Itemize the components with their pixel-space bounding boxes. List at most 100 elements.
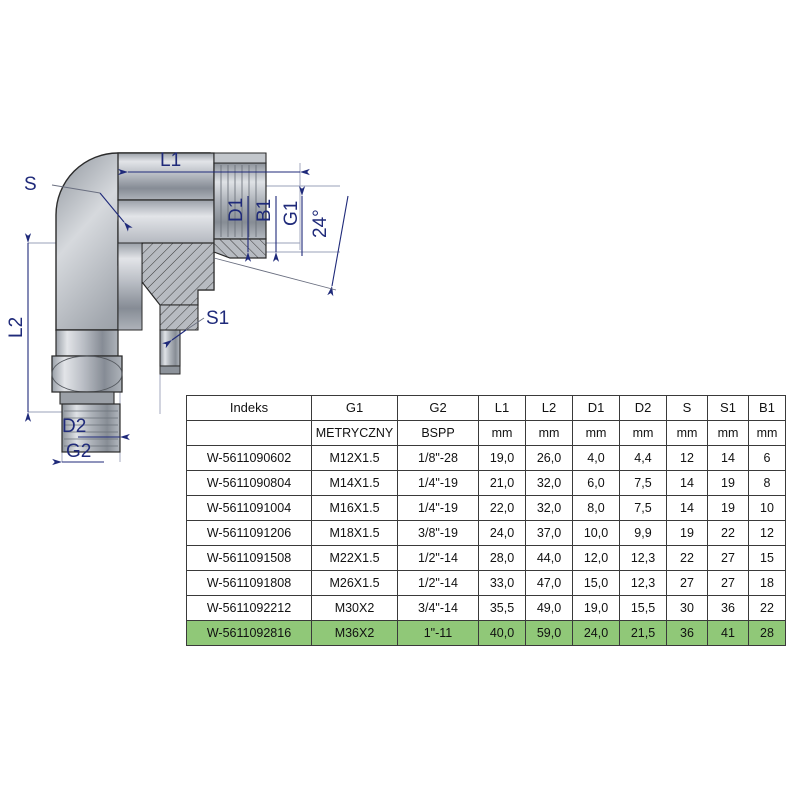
table-cell: 19,0 <box>478 445 526 471</box>
table-cell: 40,0 <box>478 620 526 646</box>
fitting-body <box>51 152 267 453</box>
table-cell: 1/8"-28 <box>397 445 479 471</box>
table-cell: W-5611091808 <box>186 570 312 596</box>
dimension-label-s: S <box>24 174 37 195</box>
dimension-angle: 24° <box>213 195 349 297</box>
column-header-d2: D2 <box>619 395 667 421</box>
dimension-label-g2: G2 <box>66 441 91 462</box>
dimension-g2: G2 <box>52 441 104 466</box>
dimension-l1: L1 <box>118 150 310 176</box>
table-cell: 24,0 <box>478 520 526 546</box>
dimension-label-d2: D2 <box>62 416 86 437</box>
table-cell: W-5611091508 <box>186 545 312 571</box>
column-header-l2: L2 <box>525 395 573 421</box>
unit-indeks <box>186 420 312 446</box>
table-cell: 8 <box>748 470 786 496</box>
unit-s1: mm <box>707 420 749 446</box>
table-cell: 7,5 <box>619 470 667 496</box>
table-cell: 1/2"-14 <box>397 545 479 571</box>
table-cell: 6,0 <box>572 470 620 496</box>
table-cell: W-5611090602 <box>186 445 312 471</box>
table-cell: 21,0 <box>478 470 526 496</box>
dimension-label-angle: 24° <box>310 209 331 238</box>
table-cell: 27 <box>707 545 749 571</box>
unit-g1: METRYCZNY <box>311 420 398 446</box>
table-cell: 19 <box>707 495 749 521</box>
specification-table-container: Indeks G1 G2 L1 L2 D1 D2 S S1 B1 METRYCZ… <box>186 395 786 646</box>
table-cell: 26,0 <box>525 445 573 471</box>
dimension-b1: B1 <box>254 196 280 262</box>
table-cell: 9,9 <box>619 520 667 546</box>
table-cell: 18 <box>748 570 786 596</box>
table-cell: 19 <box>707 470 749 496</box>
table-cell: 15,0 <box>572 570 620 596</box>
dimension-label-b1: B1 <box>254 199 275 222</box>
column-header-l1: L1 <box>478 395 526 421</box>
dimension-label-g1: G1 <box>281 201 302 226</box>
table-cell: 27 <box>707 570 749 596</box>
table-cell: M16X1.5 <box>311 495 398 521</box>
table-cell: 1/2"-14 <box>397 570 479 596</box>
dimension-s: S <box>24 174 133 232</box>
dimension-l2: L2 <box>6 233 32 422</box>
table-cell: 10,0 <box>572 520 620 546</box>
table-cell: 22 <box>748 595 786 621</box>
table-cell: 7,5 <box>619 495 667 521</box>
unit-b1: mm <box>748 420 786 446</box>
table-cell: 32,0 <box>525 495 573 521</box>
table-cell: M12X1.5 <box>311 445 398 471</box>
column-header-d1: D1 <box>572 395 620 421</box>
table-cell: W-5611092816 <box>186 620 312 646</box>
dimension-label-d1: D1 <box>226 198 247 222</box>
table-cell: 41 <box>707 620 749 646</box>
table-cell: M26X1.5 <box>311 570 398 596</box>
technical-drawing: L1 L2 S S1 D1 B1 <box>0 0 420 480</box>
table-cell: 19,0 <box>572 595 620 621</box>
table-cell: 36 <box>707 595 749 621</box>
table-cell: M14X1.5 <box>311 470 398 496</box>
table-cell: M36X2 <box>311 620 398 646</box>
table-cell: 33,0 <box>478 570 526 596</box>
table-cell: W-5611092212 <box>186 595 312 621</box>
table-cell: 10 <box>748 495 786 521</box>
table-cell: 47,0 <box>525 570 573 596</box>
column-header-s1: S1 <box>707 395 749 421</box>
table-cell: 3/8"-19 <box>397 520 479 546</box>
dimension-s1: S1 <box>162 308 229 349</box>
table-cell: 12,3 <box>619 545 667 571</box>
table-cell: 12 <box>666 445 708 471</box>
specification-table: Indeks G1 G2 L1 L2 D1 D2 S S1 B1 METRYCZ… <box>186 395 786 646</box>
unit-d1: mm <box>572 420 620 446</box>
table-cell: 22 <box>707 520 749 546</box>
table-cell: W-5611090804 <box>186 470 312 496</box>
dimension-label-s1: S1 <box>206 308 229 329</box>
table-cell: M18X1.5 <box>311 520 398 546</box>
unit-g2: BSPP <box>397 420 479 446</box>
table-cell: 8,0 <box>572 495 620 521</box>
table-cell: 4,0 <box>572 445 620 471</box>
column-header-g1: G1 <box>311 395 398 421</box>
table-cell: 59,0 <box>525 620 573 646</box>
dimension-d1: D1 <box>226 196 252 262</box>
table-cell: 12,0 <box>572 545 620 571</box>
dimension-label-l2: L2 <box>6 317 27 338</box>
table-cell: 14 <box>666 495 708 521</box>
table-cell: 24,0 <box>572 620 620 646</box>
table-cell: 28 <box>748 620 786 646</box>
table-cell: 44,0 <box>525 545 573 571</box>
table-cell: 14 <box>707 445 749 471</box>
column-header-b1: B1 <box>748 395 786 421</box>
table-cell: 12 <box>748 520 786 546</box>
table-cell: 21,5 <box>619 620 667 646</box>
dimension-label-l1: L1 <box>160 150 181 171</box>
table-cell: 15 <box>748 545 786 571</box>
table-unit-row: METRYCZNY BSPP mm mm mm mm mm mm mm <box>186 420 786 446</box>
